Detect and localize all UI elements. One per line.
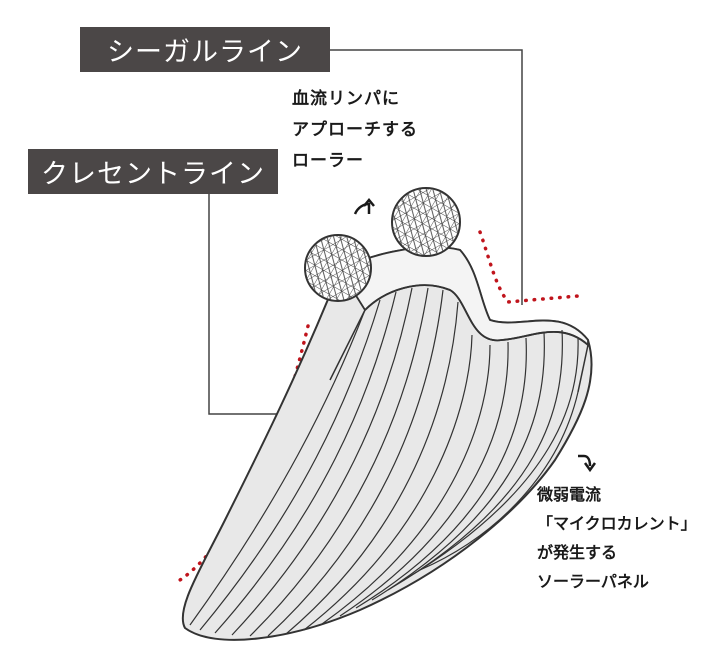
roller-annotation-line: アプローチする (292, 120, 418, 140)
roller-annotation-line: 血流リンパに (292, 89, 400, 109)
crescent-connector-line (208, 194, 296, 415)
panel-annotation-line: ソーラーパネル (537, 572, 649, 591)
curved-down-arrow-icon (578, 454, 597, 473)
roller-annotation: 血流リンパに アプローチする ローラー (292, 84, 418, 177)
seagull-line-label: シーガルライン (80, 27, 330, 72)
solar-panel-annotation: 微弱電流 「マイクロカレント」 が発生する ソーラーパネル (537, 480, 697, 596)
panel-annotation-line: 「マイクロカレント」 (537, 514, 697, 533)
roller-annotation-line: ローラー (292, 151, 364, 171)
seagull-dotted-line (478, 230, 580, 304)
curved-up-arrow-icon (353, 198, 375, 215)
crescent-line-label: クレセントライン (28, 149, 278, 194)
panel-annotation-line: 微弱電流 (537, 485, 602, 504)
device-body (181, 246, 593, 641)
right-roller (391, 187, 461, 257)
left-roller (304, 234, 372, 302)
solar-panel-strips (189, 287, 579, 637)
seagull-connector-line (330, 49, 523, 305)
panel-annotation-line: が発生する (537, 543, 618, 562)
